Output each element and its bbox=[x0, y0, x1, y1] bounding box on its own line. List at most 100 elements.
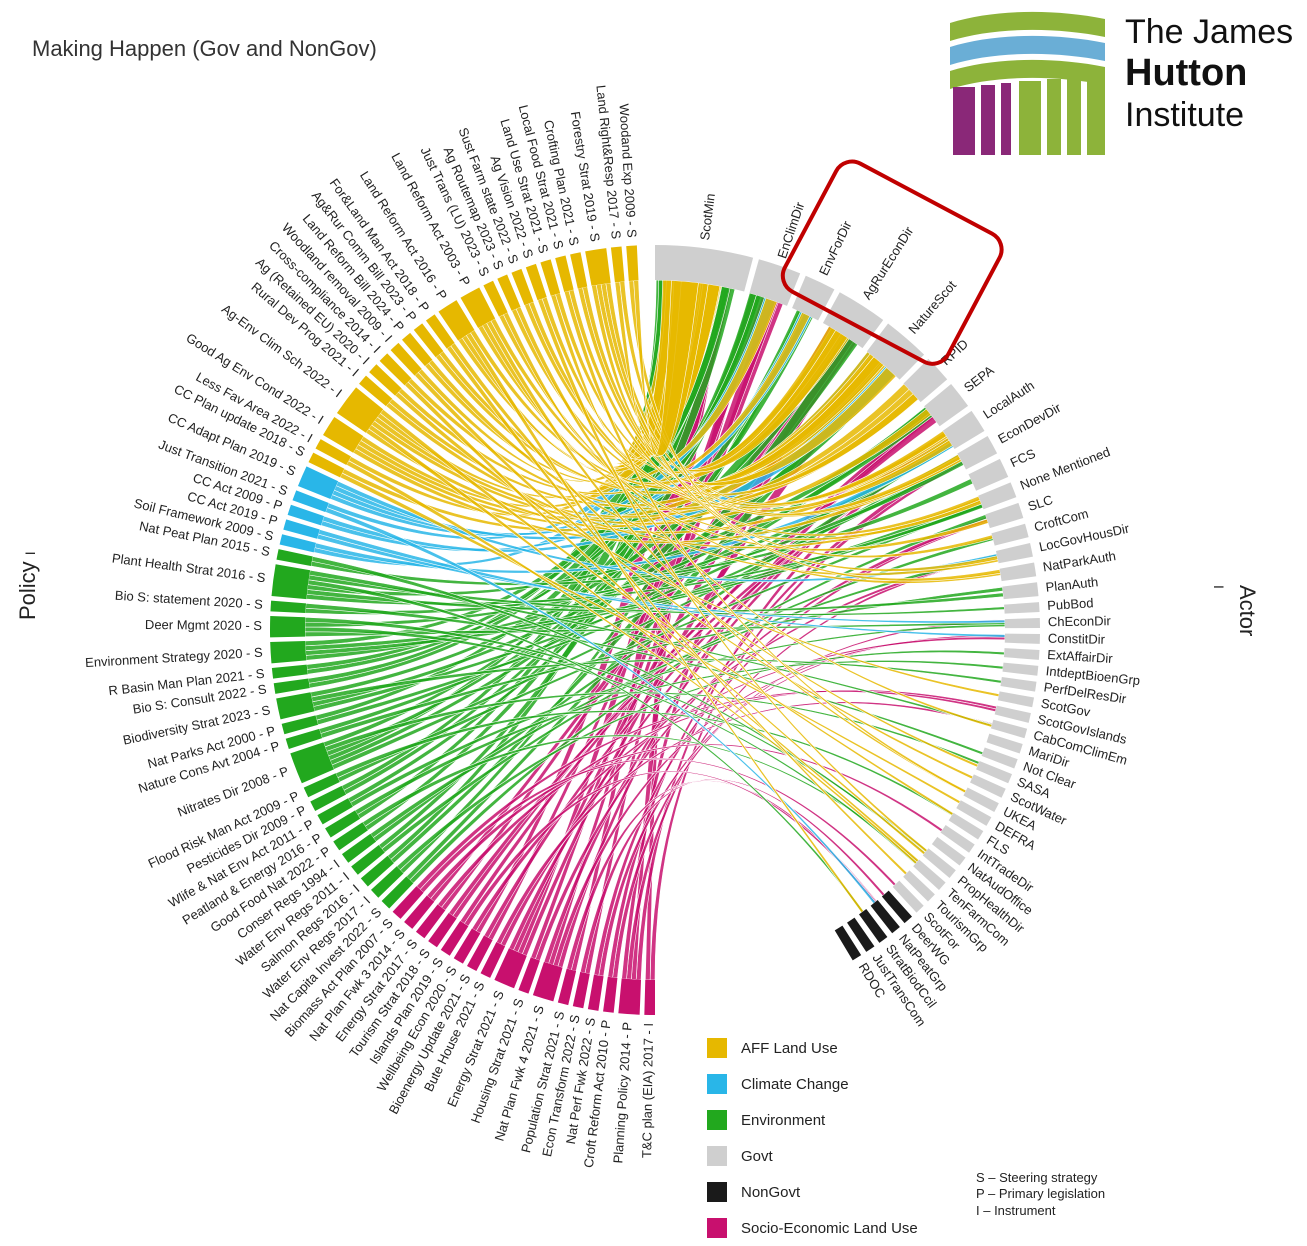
chord-ribbon bbox=[633, 280, 699, 456]
actor-arc bbox=[924, 383, 969, 427]
policy-arc bbox=[315, 439, 352, 465]
actor-label: NatureScot bbox=[905, 277, 959, 336]
policy-arc bbox=[440, 920, 469, 956]
actor-label: EnvForDir bbox=[816, 218, 855, 278]
type-key: S – Steering strategy P – Primary legisl… bbox=[976, 1170, 1105, 1219]
key-item: P – Primary legislation bbox=[976, 1186, 1106, 1202]
actor-axis-label: Actor bbox=[1235, 585, 1260, 637]
chord-ribbon bbox=[628, 280, 1001, 582]
policy-arc bbox=[285, 728, 323, 749]
actor-arc bbox=[1004, 602, 1040, 614]
actor-arc bbox=[913, 859, 946, 890]
actor-arc bbox=[1004, 633, 1040, 644]
chord-ribbons bbox=[304, 279, 1006, 981]
policy-arc bbox=[303, 773, 340, 798]
actor-arc bbox=[655, 245, 754, 292]
legend-label: Socio-Economic Land Use bbox=[741, 1219, 918, 1237]
legend-label: Environment bbox=[741, 1111, 826, 1129]
hutton-logo: The James Hutton Institute bbox=[945, 5, 1305, 155]
actor-arc bbox=[991, 523, 1029, 546]
policy-arc bbox=[276, 549, 313, 567]
actor-arc bbox=[948, 812, 984, 840]
chord-ribbon bbox=[354, 660, 1004, 815]
policy-arc bbox=[297, 466, 339, 500]
policy-arc bbox=[570, 252, 588, 289]
actor-arc bbox=[976, 761, 1013, 784]
policy-arc bbox=[511, 268, 534, 306]
actor-arc bbox=[1002, 662, 1039, 676]
legend-item: Govt bbox=[707, 1138, 918, 1174]
actor-label: AgRurEconDir bbox=[859, 223, 917, 302]
policy-arc bbox=[428, 912, 457, 948]
actor-label: EnClimDir bbox=[774, 199, 807, 260]
policy-arc bbox=[325, 810, 361, 838]
legend-item: Socio-Economic Land Use bbox=[707, 1210, 918, 1246]
policy-arc bbox=[460, 287, 496, 328]
actor-label: SLC bbox=[1026, 492, 1055, 514]
policy-arc bbox=[497, 274, 521, 311]
policy-label: Plant Health Strat 2016 - S bbox=[111, 550, 267, 585]
actor-label: FCS bbox=[1008, 446, 1038, 471]
actor-arc bbox=[834, 925, 862, 961]
actor-arc bbox=[922, 848, 956, 878]
actor-arc bbox=[1002, 582, 1039, 600]
actor-arc bbox=[931, 836, 966, 866]
policy-arc bbox=[323, 416, 364, 453]
policy-arc bbox=[644, 979, 655, 1015]
actor-label: SEPA bbox=[961, 362, 997, 395]
policy-axis-tick: I bbox=[22, 551, 38, 556]
policy-arc bbox=[494, 948, 527, 989]
policy-arc bbox=[273, 678, 310, 694]
actor-arc bbox=[986, 733, 1023, 754]
policy-arc bbox=[626, 245, 639, 281]
policy-arc bbox=[415, 904, 446, 939]
policy-arc bbox=[392, 886, 424, 919]
legend-swatch bbox=[707, 1182, 727, 1202]
legend: AFF Land Use Climate Change Environment … bbox=[707, 1030, 918, 1246]
actor-arc bbox=[981, 747, 1018, 769]
actor-arc bbox=[1000, 677, 1037, 692]
actor-arc bbox=[999, 562, 1037, 582]
policy-arc bbox=[618, 978, 642, 1015]
policy-arc bbox=[271, 564, 311, 600]
policy-arc bbox=[310, 785, 347, 811]
chord-ribbon bbox=[331, 453, 961, 770]
legend-item: Environment bbox=[707, 1102, 918, 1138]
actor-arc bbox=[881, 890, 913, 924]
actor-label: ChEconDir bbox=[1048, 613, 1112, 629]
legend-swatch bbox=[707, 1218, 727, 1238]
policy-arc bbox=[287, 504, 325, 526]
policy-arc bbox=[341, 833, 377, 863]
policy-arc bbox=[466, 935, 493, 972]
legend-swatch bbox=[707, 1074, 727, 1094]
policy-arc bbox=[401, 332, 433, 367]
logo-text: The James Hutton Institute bbox=[1125, 13, 1293, 135]
policy-arc bbox=[585, 248, 611, 286]
legend-label: AFF Land Use bbox=[741, 1039, 838, 1057]
policy-arc bbox=[271, 664, 308, 679]
policy-arc bbox=[370, 866, 404, 898]
actor-arc bbox=[968, 458, 1009, 491]
highlight-box bbox=[780, 159, 1004, 366]
policy-arc bbox=[610, 246, 625, 283]
actor-arc bbox=[940, 825, 975, 853]
logo-line2: Hutton bbox=[1125, 52, 1248, 95]
actor-arc bbox=[995, 543, 1033, 564]
actor-arc bbox=[749, 259, 801, 306]
legend-swatch bbox=[707, 1110, 727, 1130]
logo-mark-icon bbox=[950, 5, 1110, 155]
chord-ribbon bbox=[308, 279, 687, 684]
policy-label: Environment Strategy 2020 - S bbox=[85, 645, 264, 670]
policy-arc bbox=[270, 640, 307, 664]
policy-arc bbox=[317, 798, 353, 825]
policy-arc bbox=[270, 616, 306, 638]
policy-arc bbox=[276, 692, 315, 720]
policy-arc bbox=[351, 844, 385, 875]
actor-arc bbox=[1003, 648, 1040, 660]
policy-arc bbox=[308, 452, 345, 478]
legend-item: NonGovt bbox=[707, 1174, 918, 1210]
actor-arc bbox=[970, 774, 1006, 798]
actor-arc bbox=[963, 787, 999, 812]
policy-axis-label: Policy bbox=[15, 561, 40, 620]
